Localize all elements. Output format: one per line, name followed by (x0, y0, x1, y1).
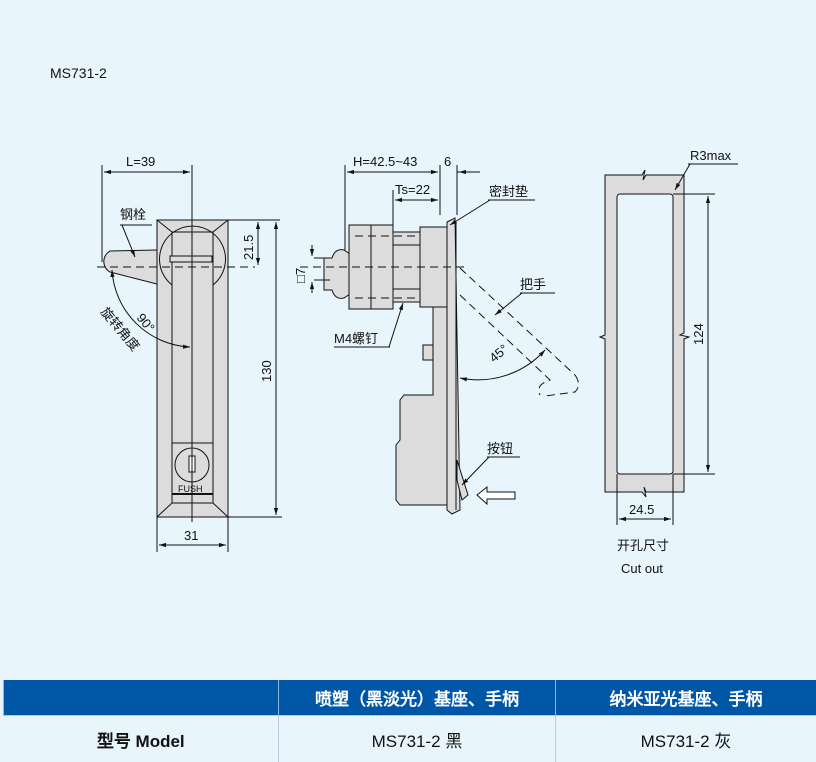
cutout-view (600, 164, 738, 525)
row-label: 型号 Model (4, 716, 279, 762)
angle-90: 90° (134, 310, 158, 335)
dim-cut-height: 124 (691, 323, 706, 345)
caption-cn: 开孔尺寸 (617, 538, 669, 553)
header-empty (4, 680, 279, 716)
dim-top: 21.5 (241, 235, 256, 260)
cell-model-gray: MS731-2 灰 (556, 716, 816, 762)
label-handle: 把手 (520, 277, 546, 292)
header-col-nano: 纳米亚光基座、手柄 (556, 680, 816, 716)
caption-en: Cut out (621, 561, 663, 576)
technical-drawing: L=39 钢栓 21.5 130 31 90° 旋转角度 FUSH (0, 0, 816, 680)
label-bolt: 钢栓 (120, 207, 146, 222)
label-gasket: 密封垫 (489, 184, 528, 199)
button-text: FUSH (178, 484, 203, 494)
angle-45: 45° (486, 341, 511, 365)
dim-square: □7 (293, 268, 308, 283)
table-row: 型号 Model MS731-2 黑 MS731-2 灰 (4, 716, 816, 762)
radius-label: R3max (690, 148, 732, 163)
dim-cut-width: 24.5 (629, 502, 654, 517)
label-rotation: 旋转角度 (98, 304, 143, 353)
dim-h: H=42.5~43 (353, 154, 417, 169)
dim-width: 31 (184, 528, 198, 543)
header-col-spray: 喷塑（黑淡光）基座、手柄 (279, 680, 556, 716)
label-screw: M4螺钉 (334, 331, 378, 346)
dim-ts: Ts=22 (395, 182, 430, 197)
table-header-row: 喷塑（黑淡光）基座、手柄 纳米亚光基座、手柄 (4, 680, 816, 716)
dim-length: L=39 (126, 154, 155, 169)
label-button: 按钮 (487, 441, 513, 456)
dim-height: 130 (259, 360, 274, 382)
dim-6: 6 (444, 154, 451, 169)
cell-model-black: MS731-2 黑 (279, 716, 556, 762)
spec-table: 喷塑（黑淡光）基座、手柄 纳米亚光基座、手柄 型号 Model MS731-2 … (3, 680, 816, 762)
